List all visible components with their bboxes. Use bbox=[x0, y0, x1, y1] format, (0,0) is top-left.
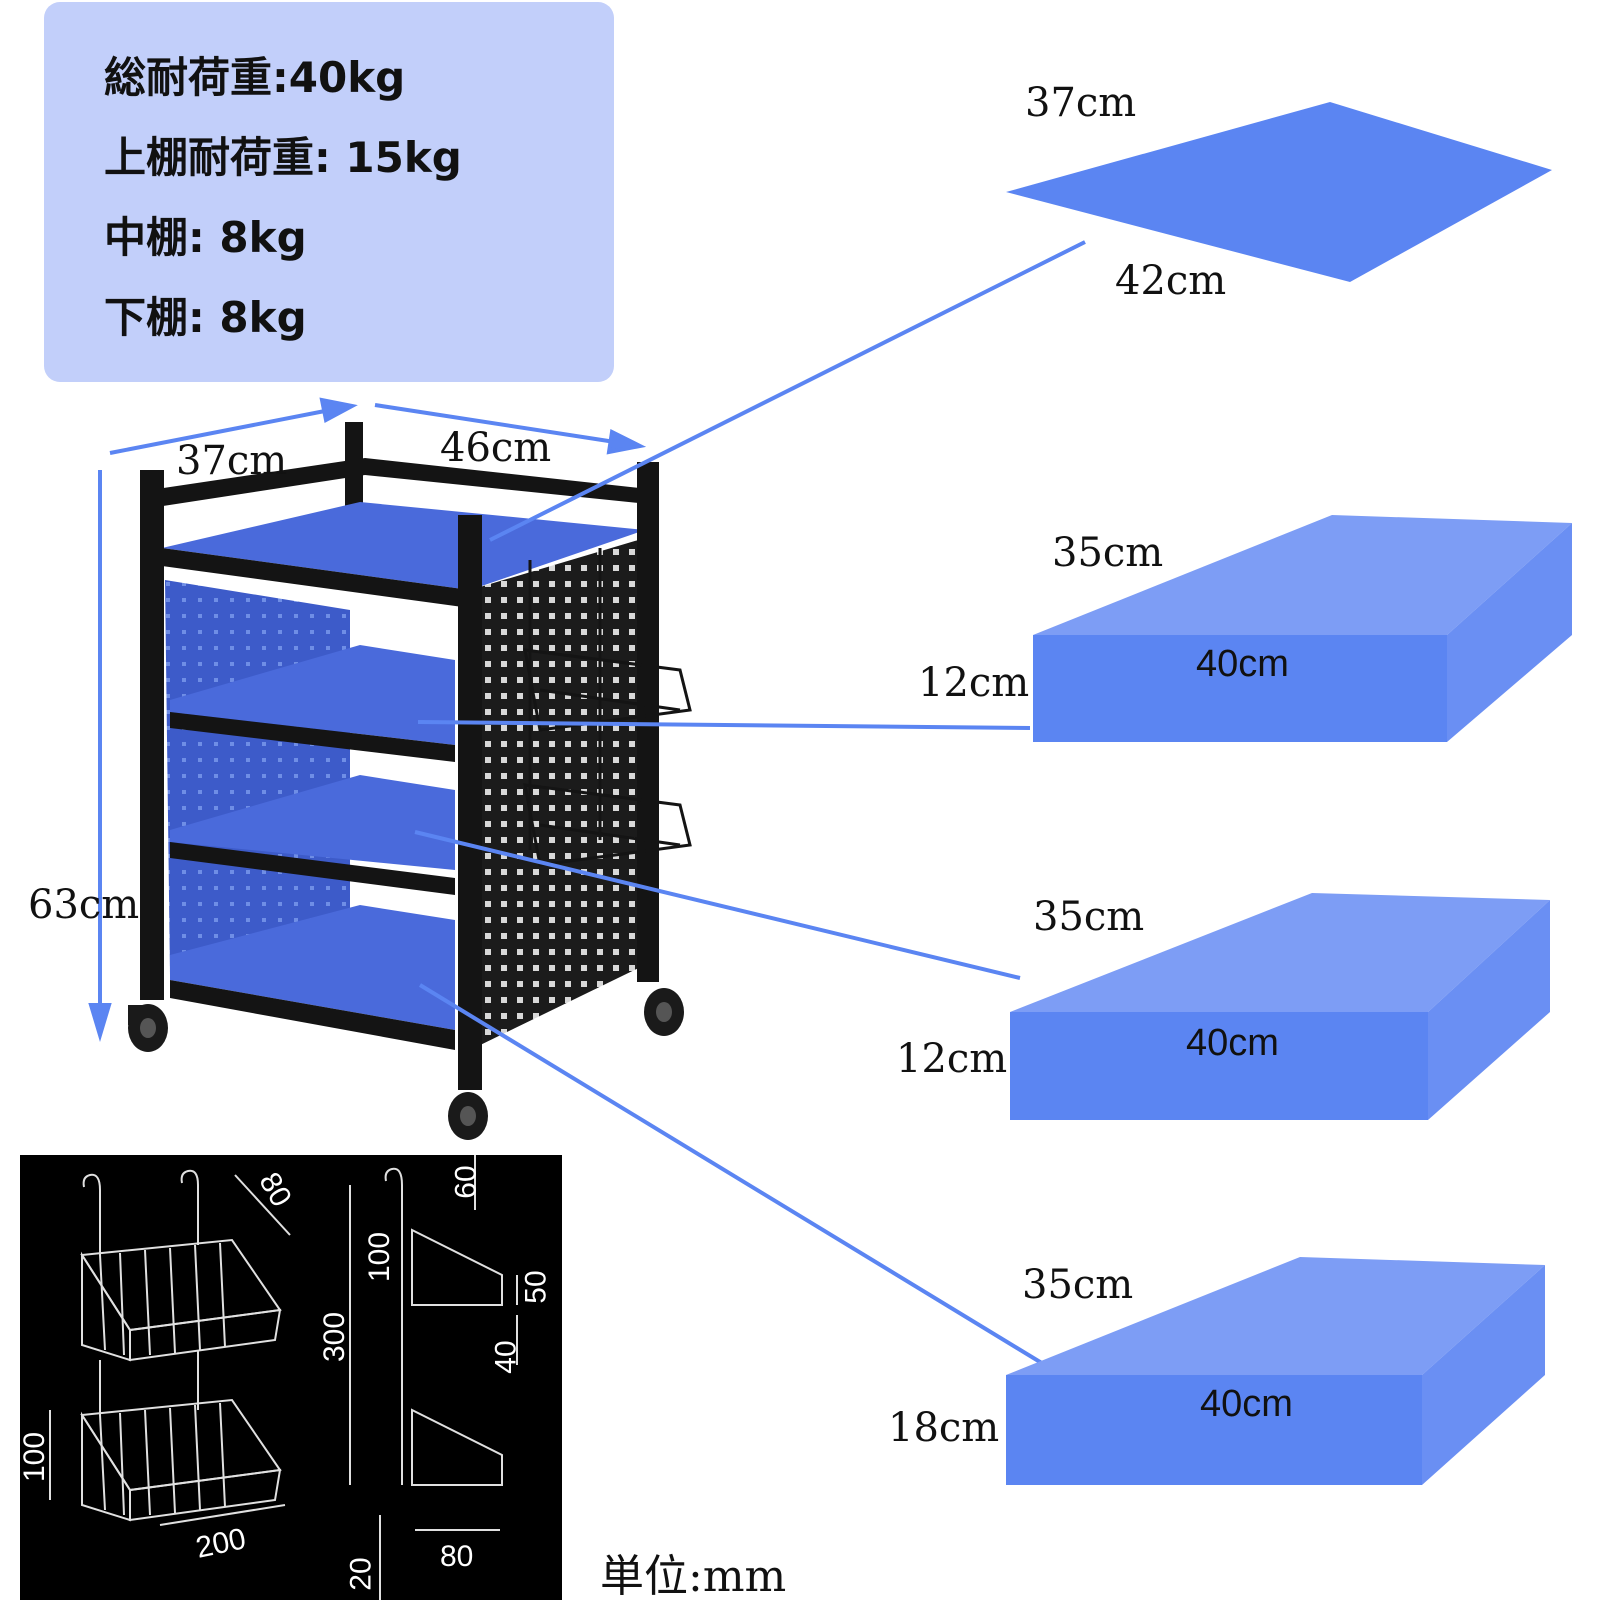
middle-shelf-box bbox=[1033, 515, 1572, 742]
top-panel-depth-label: 37cm bbox=[1025, 80, 1137, 126]
cart-width-label: 46cm bbox=[440, 425, 552, 471]
cart-depth-label: 37cm bbox=[176, 438, 288, 484]
cart-dimension-arrows bbox=[88, 397, 647, 1042]
storage-cart bbox=[128, 422, 692, 1140]
dimension-60: 60 bbox=[449, 1165, 483, 1199]
middle-shelf-depth-label: 35cm bbox=[1052, 530, 1164, 576]
dimension-40: 40 bbox=[489, 1340, 523, 1374]
lower-shelf-height-label: 12cm bbox=[896, 1036, 1008, 1082]
lower-shelf-box bbox=[1010, 893, 1550, 1120]
top-panel-shape bbox=[1006, 102, 1552, 282]
unit-label: 単位:mm bbox=[600, 1551, 787, 1602]
bottom-shelf-depth-label: 35cm bbox=[1022, 1262, 1134, 1308]
load-capacity-box bbox=[44, 2, 614, 382]
lower-shelf-depth-label: 35cm bbox=[1033, 894, 1145, 940]
dimension-300: 300 bbox=[318, 1311, 352, 1363]
bottom-shelf-box bbox=[1006, 1257, 1545, 1485]
middle-shelf-height-label: 12cm bbox=[918, 660, 1030, 706]
dimension-100-side: 100 bbox=[363, 1231, 397, 1283]
dimension-80-bottom: 80 bbox=[440, 1540, 474, 1573]
basket-technical-drawing: 80 200 100 60 100 300 50 40 80 20 bbox=[18, 1155, 562, 1600]
dimension-100-left: 100 bbox=[18, 1431, 52, 1483]
middle-shelf-load-label: 中棚: 8kg bbox=[104, 213, 307, 262]
bottom-shelf-load-label: 下棚: 8kg bbox=[104, 293, 307, 342]
dimension-20: 20 bbox=[344, 1557, 378, 1591]
cart-height-label: 63cm bbox=[28, 882, 140, 928]
basket-line-drawing bbox=[49, 1155, 518, 1600]
bottom-shelf-height-label: 18cm bbox=[888, 1405, 1000, 1451]
total-load-label: 総耐荷重:40kg bbox=[104, 53, 406, 102]
leader-lines bbox=[414, 240, 1086, 1367]
top-panel-width-label: 42cm bbox=[1115, 258, 1227, 304]
middle-shelf-width-label: 40cm bbox=[1196, 643, 1289, 685]
bottom-shelf-width-label: 40cm bbox=[1200, 1383, 1293, 1425]
lower-shelf-width-label: 40cm bbox=[1186, 1022, 1279, 1064]
dimension-50: 50 bbox=[519, 1270, 553, 1304]
top-shelf-load-label: 上棚耐荷重: 15kg bbox=[104, 133, 462, 182]
